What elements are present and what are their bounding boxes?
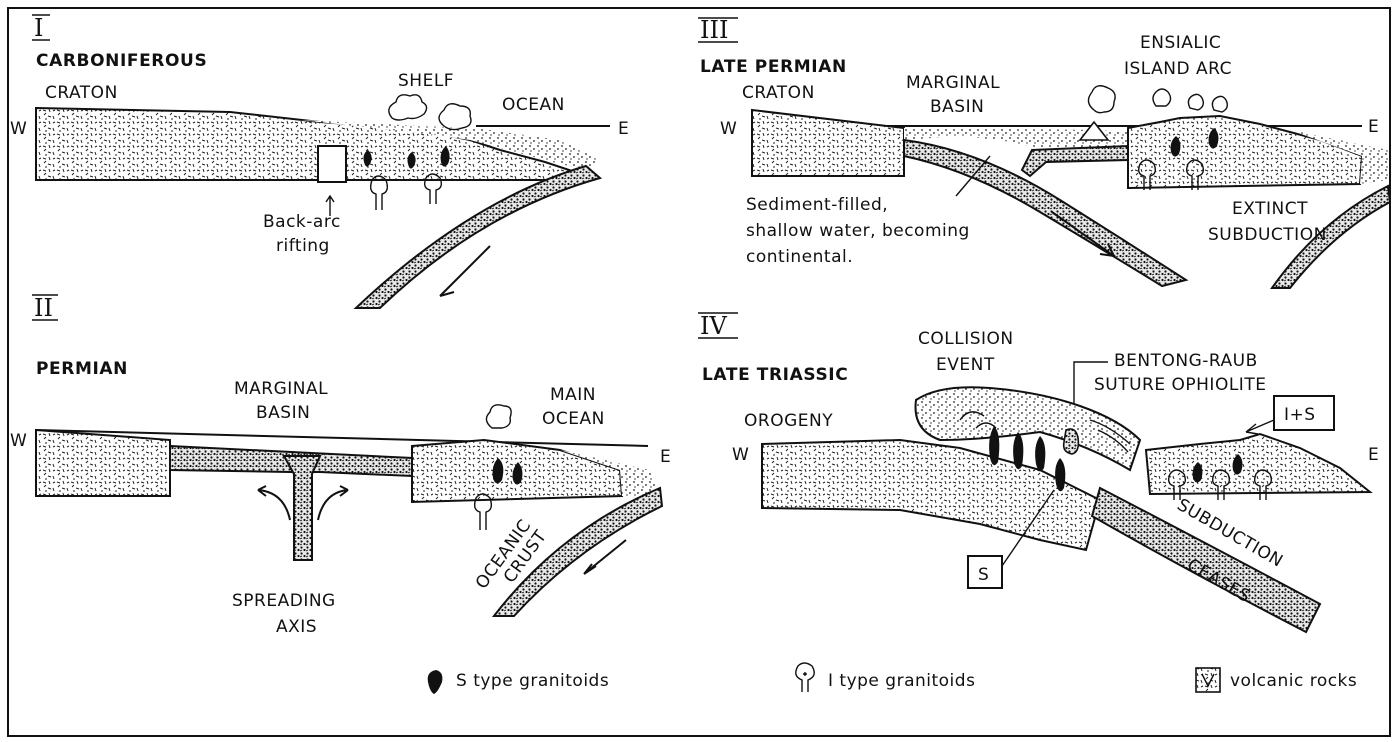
volcano-cloud-3c — [1188, 94, 1203, 110]
label-basin-2: BASIN — [256, 403, 310, 423]
note-line-3: continental. — [746, 247, 853, 267]
label-suture-ophiolite: SUTURE OPHIOLITE — [1094, 375, 1266, 395]
box-i-plus-s-label: I+S — [1284, 405, 1316, 425]
panel-i-numeral: I — [34, 14, 43, 42]
s-granitoid-4b — [1013, 432, 1023, 469]
i-granitoid-1a — [371, 176, 388, 210]
label-w-3: W — [720, 119, 737, 139]
panel-iv: IV LATE TRIASSIC OROGENY COLLISION EVENT… — [698, 312, 1379, 632]
legend-volcanic-label: volcanic rocks — [1230, 671, 1357, 691]
back-arc-rift-1 — [318, 146, 346, 182]
spreading-arrow-right — [318, 486, 348, 520]
panel-ii-era: PERMIAN — [36, 359, 128, 379]
label-ocean-1: OCEAN — [502, 95, 565, 115]
legend-s-type-label: S type granitoids — [456, 671, 609, 691]
panel-i-era: CARBONIFEROUS — [36, 51, 207, 71]
panel-i: I CARBONIFEROUS CRATON SHELF OCEAN W E B… — [10, 14, 629, 308]
label-axis: AXIS — [276, 617, 317, 637]
note-line-2: shallow water, becoming — [746, 221, 970, 241]
label-collision: COLLISION — [918, 329, 1014, 349]
label-rifting: rifting — [276, 236, 330, 256]
panel-iii-era: LATE PERMIAN — [700, 57, 847, 77]
subduction-arrow-1 — [440, 246, 490, 296]
label-shelf: SHELF — [398, 71, 454, 91]
volcano-cloud-3a — [1088, 86, 1115, 113]
label-craton-1: CRATON — [45, 83, 118, 103]
panel-iii: III LATE PERMIAN CRATON MARGINAL BASIN E… — [698, 16, 1390, 288]
volcano-cloud-2 — [486, 405, 511, 428]
box-s-label: S — [978, 565, 989, 585]
note-line-1: Sediment-filled, — [746, 195, 888, 215]
label-ocean-2: OCEAN — [542, 409, 605, 429]
panel-iii-numeral: III — [700, 16, 728, 44]
volcano-cloud-1b — [439, 104, 471, 130]
panel-ii: II PERMIAN MARGINAL BASIN MAIN OCEAN W E… — [10, 294, 671, 637]
legend-s-granitoid-icon — [428, 670, 443, 694]
label-ensialic: ENSIALIC — [1140, 33, 1221, 53]
label-orogeny: OROGENY — [744, 411, 833, 431]
panel-ii-numeral: II — [34, 294, 53, 322]
label-e-3: E — [1368, 117, 1379, 137]
legend-i-type-label: I type granitoids — [828, 671, 975, 691]
west-craton-4 — [762, 440, 1100, 550]
label-w-4: W — [732, 445, 749, 465]
west-craton-3 — [752, 110, 904, 176]
label-e-4: E — [1368, 445, 1379, 465]
label-w-2: W — [10, 431, 27, 451]
volcano-cloud-3d — [1212, 96, 1227, 112]
label-back-arc: Back-arc — [263, 212, 341, 232]
volcano-cloud-1a — [389, 95, 427, 120]
label-w-1: W — [10, 119, 27, 139]
label-subduction-3: SUBDUCTION — [1208, 225, 1327, 245]
volcano-cloud-3b — [1153, 89, 1171, 106]
panel-iv-era: LATE TRIASSIC — [702, 365, 848, 385]
basin-crust-3 — [1022, 146, 1128, 176]
label-event: EVENT — [936, 355, 995, 375]
label-bentong-raub: BENTONG-RAUB — [1114, 351, 1258, 371]
panel-iv-numeral: IV — [700, 312, 727, 340]
s-granitoid-4d — [1055, 458, 1065, 491]
label-island-arc: ISLAND ARC — [1124, 59, 1232, 79]
label-craton-3: CRATON — [742, 83, 815, 103]
label-e-1: E — [618, 119, 629, 139]
legend: S type granitoids I type granitoids volc… — [428, 663, 1358, 694]
box-i-plus-s-pointer — [1246, 420, 1274, 434]
label-e-2: E — [660, 447, 671, 467]
subducting-slab-1 — [356, 166, 600, 308]
label-marginal-3: MARGINAL — [906, 73, 1000, 93]
s-granitoid-4c — [1035, 436, 1045, 471]
label-main: MAIN — [550, 385, 596, 405]
spreading-arrow-left — [258, 486, 290, 520]
label-marginal-2: MARGINAL — [234, 379, 328, 399]
label-basin-3: BASIN — [930, 97, 984, 117]
legend-volcanic-icon — [1196, 668, 1220, 692]
west-craton-2 — [36, 430, 170, 496]
ophiolite-4 — [1064, 429, 1079, 454]
label-extinct: EXTINCT — [1232, 199, 1308, 219]
legend-i-granitoid-icon — [796, 663, 815, 692]
label-spreading: SPREADING — [232, 591, 336, 611]
